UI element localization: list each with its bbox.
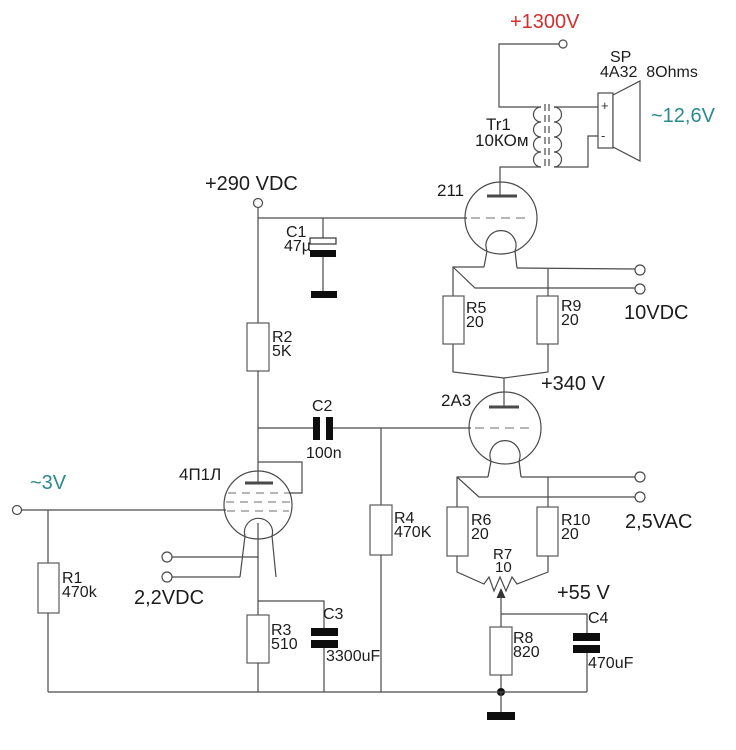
terminal-22vdc-2-icon <box>161 571 173 583</box>
secondary-bottom-lead <box>554 135 598 168</box>
r7-value-label: 10 <box>495 559 512 576</box>
speaker-voltage-label: ~12,6V <box>651 105 715 127</box>
c1-value-label: 47µ <box>284 238 312 255</box>
terminal-10vdc-1-icon <box>634 264 646 276</box>
heater-4p1l-label: 2,2VDC <box>134 587 205 609</box>
transformer-value-label: 10КОм <box>475 131 529 150</box>
tube-211-label: 211 <box>437 181 465 200</box>
capacitor-c1-icon <box>309 218 337 298</box>
r6-name-label: R6 <box>471 512 492 529</box>
r9-name-label: R9 <box>561 298 582 315</box>
input-node <box>11 504 226 563</box>
tube-4p1l-icon <box>223 461 303 615</box>
r2-value-label: 5K <box>272 343 292 360</box>
c3-name-label: C3 <box>323 606 344 623</box>
filament-right-net <box>516 267 636 296</box>
speaker-minus-label: - <box>601 128 606 143</box>
tube-2a3-icon <box>456 391 635 507</box>
c2-name-label: C2 <box>312 398 333 415</box>
speaker-icon <box>597 80 641 162</box>
capacitor-c2-icon <box>258 417 471 440</box>
resistor-r8-icon <box>489 626 513 676</box>
r4-name-label: R4 <box>394 510 415 527</box>
filament-left-net <box>456 476 635 507</box>
r9-value-label: 20 <box>561 312 579 329</box>
r4-value-label: 470K <box>394 524 432 541</box>
resistor-r4-icon <box>369 504 393 556</box>
c4-value-label: 470uF <box>588 655 634 672</box>
r10-name-label: R10 <box>561 512 591 529</box>
filament-arc <box>243 517 274 537</box>
supply-290v-label: +290 VDC <box>205 173 298 195</box>
r2-name-label: R2 <box>272 329 293 346</box>
r5-value-label: 20 <box>466 314 484 331</box>
c4-name-label: C4 <box>588 610 609 627</box>
primary-winding <box>532 106 542 168</box>
terminal-1300v-icon <box>558 39 568 49</box>
filament-left-net <box>452 266 635 296</box>
resistor-r7-icon <box>456 556 549 593</box>
speaker-name-label: SP <box>610 49 632 66</box>
r7-name-label: R7 <box>493 546 513 563</box>
terminal-290v-icon <box>252 197 264 209</box>
resistor-r1-icon <box>37 562 60 614</box>
r8-value-label: 820 <box>513 644 540 661</box>
heater-211-label: 10VDC <box>624 302 689 324</box>
terminal-25vac-2-icon <box>634 491 646 503</box>
speaker-model-label: 4A32 8Ohms <box>600 64 698 81</box>
supply-1300v-label: +1300V <box>510 11 580 33</box>
tube-4p1l-label: 4П1Л <box>179 465 222 484</box>
r8-name-label: R8 <box>513 630 534 647</box>
ground-icon <box>487 692 515 720</box>
capacitor-c3-icon <box>258 600 338 692</box>
filament-arc <box>489 440 521 462</box>
heater-2a3-label: 2,5VAC <box>625 511 693 533</box>
tube-2a3-label: 2A3 <box>441 391 472 410</box>
c2-value-label: 100n <box>306 445 342 462</box>
r10-value-label: 20 <box>561 526 579 543</box>
secondary-winding <box>553 106 563 168</box>
supply-290v-node <box>252 197 264 323</box>
transformer-tr1-icon <box>499 104 598 196</box>
terminal-input-icon <box>11 504 23 516</box>
r7-wiper-arrow-icon <box>496 588 506 627</box>
r1-name-label: R1 <box>62 570 83 587</box>
resistor-r5-icon <box>442 295 465 345</box>
capacitor-c4-icon <box>501 613 600 692</box>
screen-strap <box>258 461 303 494</box>
tube-211-icon <box>258 181 636 296</box>
ground-icon <box>311 291 337 298</box>
r1-value-label: 470k <box>62 584 97 601</box>
resistor-r2-icon <box>246 322 270 372</box>
c3-value-label: 3300uF <box>326 648 381 665</box>
transformer-name-label: Tr1 <box>486 115 511 134</box>
primary-bottom-lead <box>499 166 541 196</box>
terminal-25vac-1-icon <box>634 471 646 483</box>
resistor-r6-icon <box>446 506 469 557</box>
resistor-r9-icon <box>536 295 559 345</box>
r6-value-label: 20 <box>471 526 489 543</box>
resistor-r10-icon <box>536 506 559 557</box>
r3-name-label: R3 <box>271 622 292 639</box>
r3-value-label: 510 <box>271 636 298 653</box>
filament-arc <box>485 230 517 252</box>
input-signal-label: ~3V <box>30 472 67 494</box>
terminal-22vdc-1-icon <box>161 551 173 563</box>
cathode-55v-label: +55 V <box>557 582 610 604</box>
c1-name-label: C1 <box>286 224 307 241</box>
filament-right-net <box>521 476 635 507</box>
speaker-plus-label: + <box>601 98 609 113</box>
terminal-10vdc-2-icon <box>634 283 646 295</box>
supply-1300v-node <box>498 39 568 108</box>
cathode-340v-label: +340 V <box>541 373 605 395</box>
resistor-r3-icon <box>246 614 270 664</box>
r5-name-label: R5 <box>466 300 487 317</box>
